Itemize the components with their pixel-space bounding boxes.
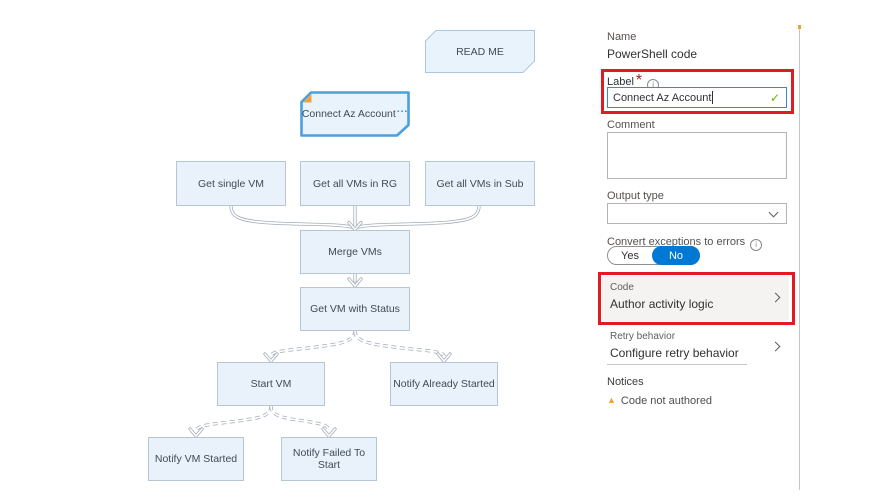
valid-check-icon: ✓ [769,90,780,105]
link-get-all-vms-sub-to-merge[interactable] [356,204,481,229]
node-connect-az-account[interactable]: Connect Az Account... [300,91,410,137]
node-label: Get single VM [198,177,264,190]
node-get-vm-with-status[interactable]: Get VM with Status [300,287,410,331]
code-section-action: Author activity logic [610,297,714,311]
runbook-canvas: READ ME Connect Az Account... Get single… [148,30,535,481]
node-label: Get all VMs in RG [312,177,398,190]
note-shape [425,30,535,73]
label-text: Label [607,76,634,88]
notice-text: Code not authored [620,395,713,407]
label-input-value: Connect Az Account [613,91,712,104]
node-label: Notify VM Started [154,453,238,465]
chevron-down-icon [768,207,779,218]
arrowhead-get-vm-status [347,277,363,289]
code-section-button[interactable]: Code Author activity logic [602,276,789,321]
node-label: Connect Az Account... [300,91,410,137]
arrowhead-notify-failed [321,427,337,439]
node-get-single-vm[interactable]: Get single VM [176,161,286,206]
warning-triangle-icon: ▲ [607,395,616,405]
node-label: Get all VMs in Sub [436,177,524,190]
comment-label: Comment [607,119,655,131]
name-value: PowerShell code [607,47,698,61]
section-divider [607,364,747,365]
text-caret [712,91,714,104]
node-label: Get VM with Status [310,303,400,315]
node-label: Notify Already Started [393,378,495,390]
output-type-label: Output type [607,190,664,202]
panel-scrollbar[interactable] [799,28,800,490]
retry-behavior-action: Configure retry behavior [610,346,739,360]
node-label-text: Connect Az Account [301,108,396,120]
retry-behavior-title: Retry behavior [610,331,676,342]
node-options-ellipsis-icon[interactable]: ... [396,103,409,115]
node-label: Start VM [250,378,292,390]
link-get-single-vm-to-merge[interactable] [229,204,354,229]
link-start-to-notify-failed[interactable] [269,405,331,432]
arrowhead-notify-already-started [436,352,452,364]
node-label: Merge VMs [328,246,382,258]
arrowhead-start-vm [263,352,279,364]
scrollbar-warning-marker [798,25,801,29]
notices-label: Notices [607,376,644,388]
required-asterisk: * [635,72,643,89]
warning-corner-icon [303,94,312,103]
notice-row: ▲ Code not authored [607,391,712,409]
node-notify-failed-to-start[interactable]: Notify Failed To Start [281,437,377,481]
convert-exceptions-label: Convert exceptions to errors [607,236,746,248]
toggle-option-yes[interactable]: Yes [621,249,639,262]
arrowhead-notify-vm-started [188,427,204,439]
label-input[interactable]: Connect Az Account ✓ [607,87,787,108]
convert-exceptions-toggle[interactable]: Yes No [607,246,700,265]
node-label: READ ME [456,45,504,58]
node-merge-vms[interactable]: Merge VMs [300,230,410,274]
node-get-all-vms-in-rg[interactable]: Get all VMs in RG [300,161,410,206]
arrowhead-merge-vms [347,220,363,232]
node-notify-already-started[interactable]: Notify Already Started [390,362,498,406]
toggle-option-no-selected[interactable]: No [652,246,700,265]
selected-note-shape [300,91,410,137]
comment-textarea[interactable] [607,132,787,179]
node-get-all-vms-in-sub[interactable]: Get all VMs in Sub [425,161,535,206]
connector-layer [188,204,481,439]
node-notify-vm-started[interactable]: Notify VM Started [148,437,244,481]
link-status-to-start-vm[interactable] [269,330,357,357]
node-read-me[interactable]: READ ME [425,30,535,73]
convert-exceptions-caption: Convert exceptions to errors i [607,232,763,251]
link-status-to-notify-already-started[interactable] [353,330,446,357]
link-start-to-notify-vm-started[interactable] [194,405,273,432]
node-start-vm[interactable]: Start VM [217,362,325,406]
code-section-title: Code [610,282,634,293]
output-type-select[interactable] [607,203,787,224]
info-icon[interactable]: i [750,239,763,251]
node-label: Notify Failed To Start [292,447,366,471]
retry-behavior-button[interactable]: Retry behavior Configure retry behavior [602,329,789,367]
name-label: Name [607,31,637,43]
